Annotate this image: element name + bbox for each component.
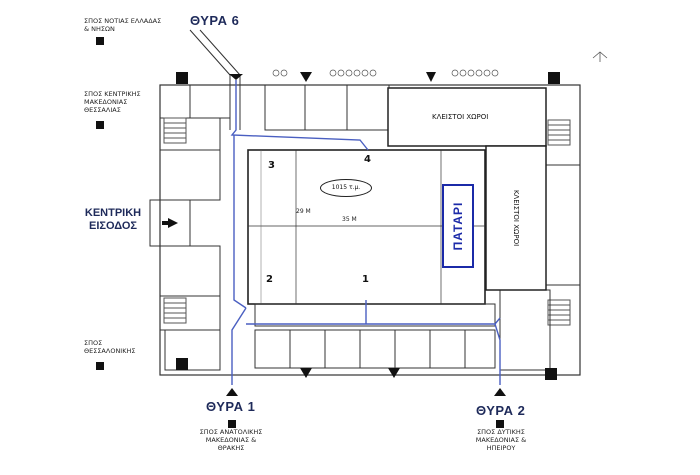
hall-length-dimension: 35 Μ — [342, 216, 357, 223]
label-east-macedonia: ΣΠΟΣ ΑΝΑΤΟΛΙΚΗΣ ΜΑΚΕΔΟΝΙΑΣ & ΘΡΑΚΗΣ — [199, 428, 263, 452]
gate-2-label: ΘΥΡΑ 2 — [476, 403, 526, 418]
marker-west-macedonia — [496, 420, 504, 428]
label-south-greece: ΣΠΟΣ ΝΟΤΙΑΣ ΕΛΛΑΔΑΣ & ΝΗΣΩΝ — [84, 17, 162, 33]
marker-thessaloniki — [96, 362, 104, 370]
zone-1-label: 1 — [362, 274, 369, 285]
label-west-macedonia: ΣΠΟΣ ΔΥΤΙΚΗΣ ΜΑΚΕΔΟΝΙΑΣ & ΗΠΕΙΡΟΥ — [475, 428, 527, 452]
label-thessaloniki: ΣΠΟΣ ΘΕΣΣΑΛΟΝΙΚΗΣ — [84, 339, 136, 355]
closed-areas-top-label: ΚΛΕΙΣΤΟΙ ΧΩΡΟΙ — [432, 113, 489, 121]
closed-areas-right-label: ΚΛΕΙΣΤΟΙ ΧΩΡΟΙ — [512, 189, 520, 247]
label-central-macedonia: ΣΠΟΣ ΚΕΝΤΡΙΚΗΣ ΜΑΚΕΔΟΝΙΑΣ ΘΕΣΣΑΛΙΑΣ — [84, 90, 141, 114]
marker-central-macedonia — [96, 121, 104, 129]
zone-2-label: 2 — [266, 274, 273, 285]
hall-width-dimension: 29 Μ — [296, 208, 311, 215]
zone-4-label: 4 — [364, 154, 371, 165]
hall-area-label: 1015 τ.μ. — [320, 179, 372, 197]
main-entrance-label: ΚΕΝΤΡΙΚΗ ΕΙΣΟΔΟΣ — [84, 207, 142, 232]
marker-east-macedonia — [228, 420, 236, 428]
marker-south-greece — [96, 37, 104, 45]
gate-6-label: ΘΥΡΑ 6 — [190, 13, 240, 28]
zone-3-label: 3 — [268, 160, 275, 171]
gate-1-label: ΘΥΡΑ 1 — [206, 399, 256, 414]
patari-label: ΠΑΤΑΡΙ — [451, 201, 465, 251]
patari-mezzanine: ΠΑΤΑΡΙ — [442, 184, 474, 268]
